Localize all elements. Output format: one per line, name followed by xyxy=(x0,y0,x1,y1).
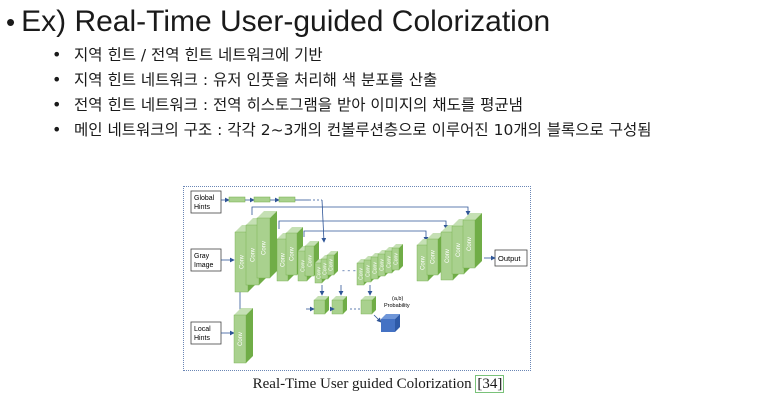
conv-block-top xyxy=(332,296,347,300)
conv-label: Conv xyxy=(456,243,462,257)
conv-block-front xyxy=(256,217,271,279)
conv-block xyxy=(313,296,329,315)
conv-block-top xyxy=(305,241,319,246)
conv-block: Conv xyxy=(233,308,253,364)
bullet-item: 지역 힌트 네트워크 : 유저 인풋을 처리해 색 분포를 산출 xyxy=(52,69,752,91)
conv-block-front xyxy=(426,238,439,276)
local-hints-box: Local Hints xyxy=(190,321,222,345)
conv-block-top xyxy=(327,251,338,255)
conv-block-top xyxy=(392,244,403,248)
ellipsis-mark: - - - xyxy=(342,266,356,275)
conv-block-side xyxy=(343,296,347,314)
conv-block-top xyxy=(463,213,482,220)
conv-label: Conv xyxy=(366,265,372,277)
bullet-item: 전역 힌트 네트워크 : 전역 히스토그램을 받아 이미지의 채도를 평균냄 xyxy=(52,94,752,116)
bullet-list: 지역 힌트 / 전역 힌트 네트워크에 기반 지역 힌트 네트워크 : 유저 인… xyxy=(52,44,752,144)
conv-label: Conv xyxy=(301,260,307,272)
prob-label-2: Probability xyxy=(384,303,410,309)
conv-block: Conv xyxy=(462,213,482,269)
conv-label: Conv xyxy=(387,256,393,268)
conv-block-top xyxy=(427,233,444,239)
conv-block: Conv xyxy=(256,211,277,279)
conv-label: Conv xyxy=(308,255,314,267)
output-label: Output xyxy=(498,254,521,263)
conv-block-front xyxy=(326,254,335,276)
conv-block-side xyxy=(399,244,403,270)
local-hints-label-1: Local xyxy=(194,326,211,333)
slide-title-text: Ex) Real-Time User-guided Colorization xyxy=(21,5,551,38)
skip-connections xyxy=(221,206,496,336)
prob-label-1: (a,b) xyxy=(392,296,403,302)
conv-block-front xyxy=(360,299,373,315)
caption-text: Real-Time User guided Colorization xyxy=(252,376,476,392)
bullet-item: 메인 네트워크의 구조 : 각각 2~3개의 컨볼루션층으로 이루어진 10개의… xyxy=(52,119,752,141)
conv-label: Conv xyxy=(262,241,268,255)
title-bullet: • xyxy=(6,7,16,37)
conv-block-front xyxy=(285,232,298,276)
conv-label: Conv xyxy=(431,250,437,264)
gray-image-box: Gray Image xyxy=(190,248,222,272)
conv-label: Conv xyxy=(467,237,473,251)
conv-block-front xyxy=(313,299,326,315)
conv-label: Conv xyxy=(394,253,400,265)
conv-block-top xyxy=(286,227,303,233)
conv-label: Conv xyxy=(240,255,246,269)
conv-block xyxy=(331,296,347,315)
conv-label: Conv xyxy=(317,267,323,279)
local-hints-label-2: Hints xyxy=(194,335,210,342)
probability-block xyxy=(381,314,400,332)
conv-label: Conv xyxy=(380,259,386,271)
conv-label: Conv xyxy=(373,262,379,274)
conv-block-front xyxy=(233,314,247,364)
conv-block-front xyxy=(331,299,344,315)
conv-block-top xyxy=(314,296,329,300)
conv-block-front xyxy=(304,245,315,277)
conv-block-side xyxy=(246,308,253,363)
conv-block-side xyxy=(270,211,277,278)
conv-block-side xyxy=(334,251,338,275)
conv-block-front xyxy=(462,219,476,269)
conv-label: Conv xyxy=(323,263,329,275)
conv-label: Conv xyxy=(359,268,365,280)
figure-caption: Real-Time User guided Colorization [34] xyxy=(0,374,757,394)
conv-label: Conv xyxy=(238,332,244,346)
conv-block-side xyxy=(325,296,329,314)
global-hints-label-2: Hints xyxy=(194,204,210,211)
gray-image-label-2: Image xyxy=(194,262,214,269)
conv-label: Conv xyxy=(329,259,335,271)
slide-title: •Ex) Real-Time User-guided Colorization xyxy=(6,2,550,42)
network-diagram-svg: Global Hints Gray Image Local Hints Outp… xyxy=(190,190,528,364)
conv-block xyxy=(360,296,376,315)
conv-label: Conv xyxy=(290,247,296,261)
conv-block-front xyxy=(391,247,400,271)
conv-label: Conv xyxy=(251,248,257,262)
probability-branch: (a,b) Probability xyxy=(306,285,410,332)
global-hints-label-1: Global xyxy=(194,195,215,202)
conv-block-side xyxy=(372,296,376,314)
gray-image-label-1: Gray xyxy=(194,253,210,260)
conv-label: Conv xyxy=(421,256,427,270)
conv-label: Conv xyxy=(281,253,287,267)
caption-reference-link[interactable]: [34] xyxy=(475,375,505,393)
conv-block-side xyxy=(475,213,482,268)
conv-block: Conv xyxy=(326,251,338,276)
conv-block-top xyxy=(234,308,253,315)
conv-block-top xyxy=(257,211,277,218)
bullet-item: 지역 힌트 / 전역 힌트 네트워크에 기반 xyxy=(52,44,752,66)
global-hints-box: Global Hints xyxy=(190,190,222,214)
output-box: Output xyxy=(494,249,528,267)
network-diagram: Global Hints Gray Image Local Hints Outp… xyxy=(183,186,531,371)
conv-block-top xyxy=(361,296,376,300)
conv-label: Conv xyxy=(445,249,451,263)
conv-block: Conv xyxy=(391,244,403,271)
